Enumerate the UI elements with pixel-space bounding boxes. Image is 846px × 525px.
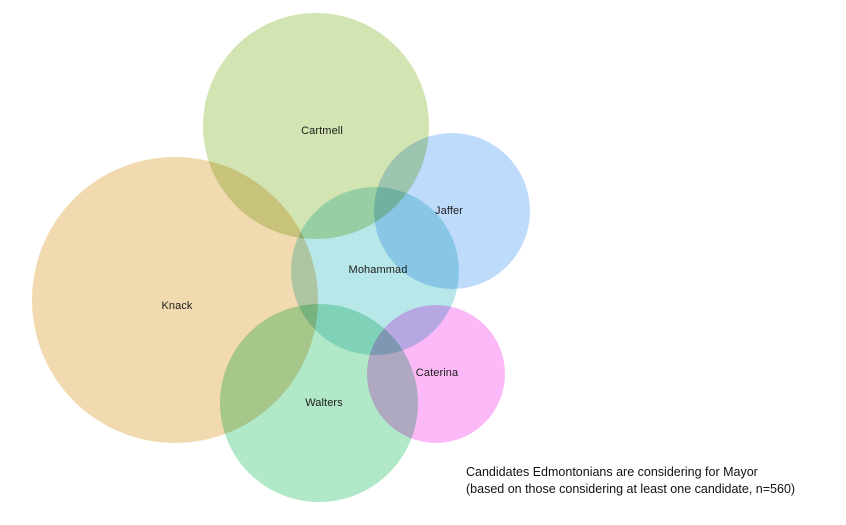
figure-caption: Candidates Edmontonians are considering …	[466, 464, 795, 497]
figure-caption-title: Candidates Edmontonians are considering …	[466, 465, 758, 479]
venn-label-knack: Knack	[161, 300, 193, 312]
venn-label-mohammad: Mohammad	[348, 264, 408, 276]
figure-caption-subtitle: (based on those considering at least one…	[466, 481, 796, 496]
venn-label-cartmell: Cartmell	[301, 125, 343, 137]
venn-label-walters: Walters	[305, 397, 343, 409]
venn-circle-caterina	[367, 305, 505, 443]
venn-label-caterina: Caterina	[415, 367, 459, 379]
venn-label-jaffer: Jaffer	[435, 205, 463, 217]
